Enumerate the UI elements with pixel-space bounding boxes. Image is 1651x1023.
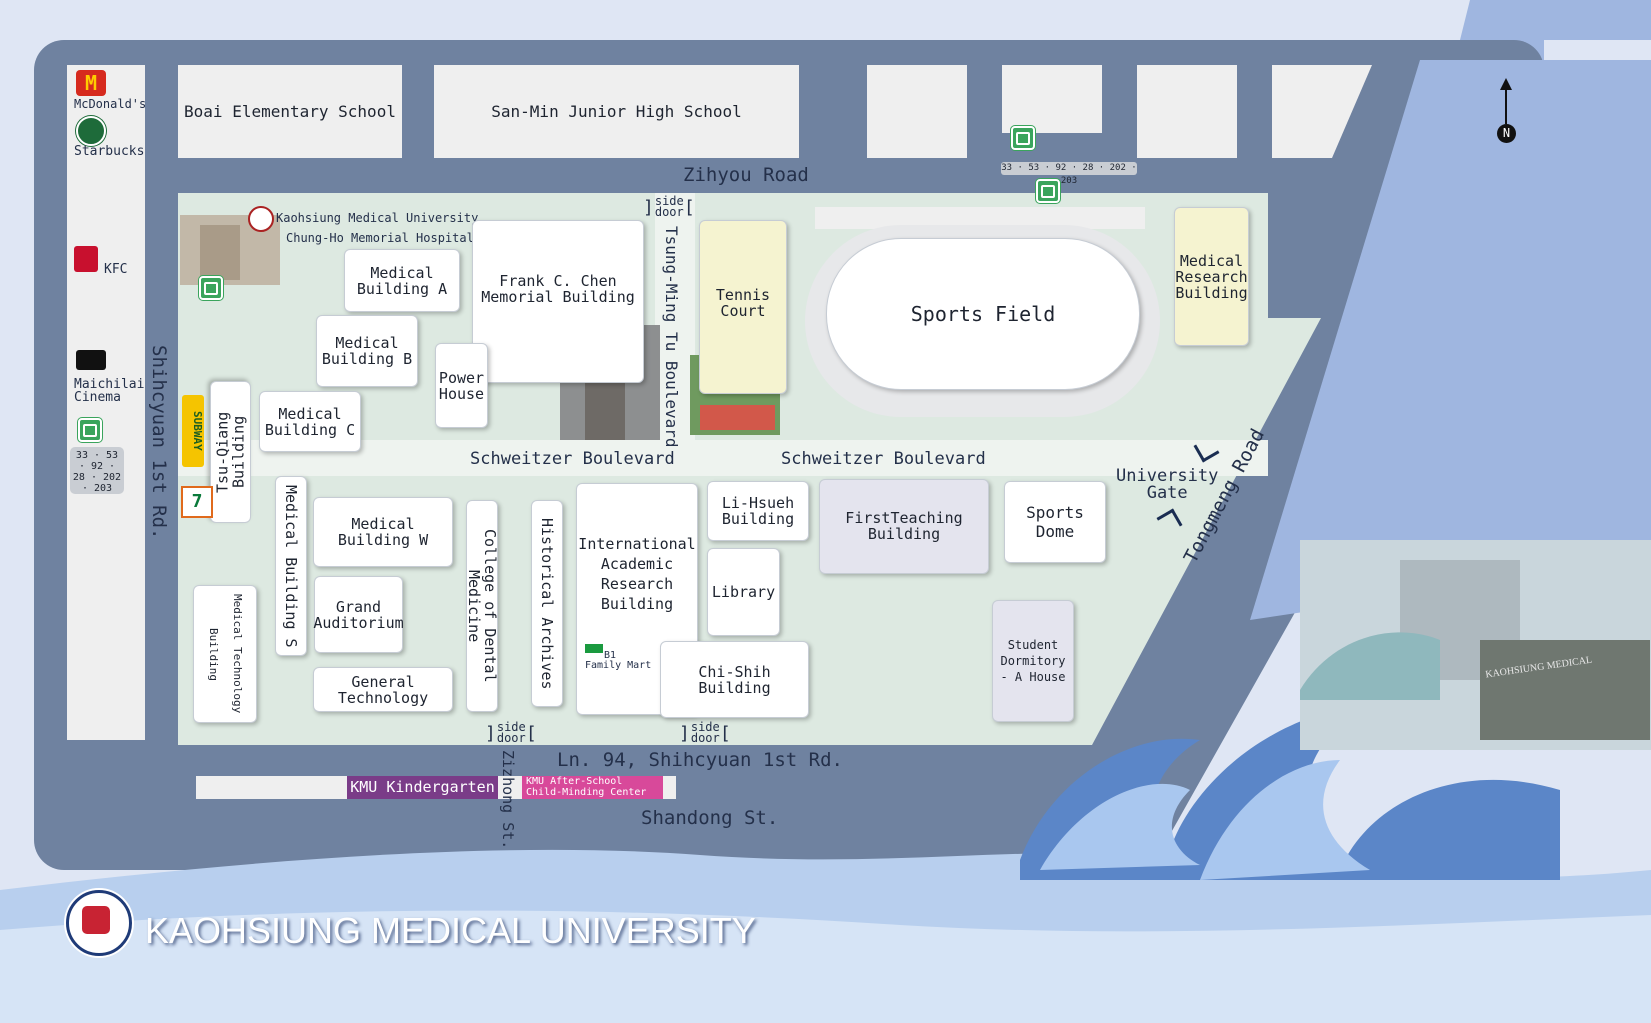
grand-auditorium[interactable]: Grand Auditorium <box>313 576 404 653</box>
side-door-br-label: side door <box>690 720 720 745</box>
kmu-kindergarten[interactable]: KMU Kindergarten <box>347 776 498 799</box>
side-door-bl-label: side door <box>496 720 526 745</box>
historical-archives[interactable]: Historical Archives <box>531 500 563 707</box>
block-empty-3 <box>1137 65 1237 158</box>
block-sanmin: San-Min Junior High School <box>434 65 799 158</box>
li-hsueh-building[interactable]: Li-Hsueh Building <box>707 481 809 541</box>
first-teaching-building[interactable]: FirstTeaching Building <box>819 479 989 574</box>
block-empty-2 <box>1002 65 1102 133</box>
kmu-logo-icon <box>248 206 274 232</box>
hospital-name: Kaohsiung Medical University <box>276 211 479 225</box>
bus-stop-zihyou-icon <box>1036 179 1060 203</box>
cinema-label: Maichilai Cinema <box>74 377 145 405</box>
side-door-top-label: side door <box>654 194 684 219</box>
north-label: N <box>1497 124 1516 143</box>
zihyou-road-label: Zihyou Road <box>683 164 809 186</box>
college-of-dental-medicine[interactable]: College of Dental Medicine <box>465 500 499 712</box>
bus-routes-top: 33 · 53 · 92 · 28 · 202 · 203 <box>1001 162 1137 186</box>
kfc-label: KFC <box>104 262 128 277</box>
tennis-court[interactable]: Tennis Court <box>699 220 787 394</box>
banner-title: KAOHSIUNG MEDICAL UNIVERSITY <box>145 910 756 951</box>
hospital-sub: Chung-Ho Memorial Hospital <box>286 231 474 245</box>
north-arrow-head <box>1500 78 1512 90</box>
kmu-after-school-center[interactable]: KMU After-School Child-Minding Center <box>522 776 663 799</box>
north-arrow-icon <box>1505 82 1507 124</box>
cinema-icon <box>76 350 106 370</box>
medical-building-w[interactable]: Medical Building W <box>313 497 453 567</box>
tsu-qiang-building[interactable]: Tsu-Qiang Building <box>210 381 251 523</box>
family-mart-icon <box>585 644 603 653</box>
sports-field-track <box>815 207 1145 229</box>
tsung-ming-boulevard-label: Tsung-Ming Tu Boulevard <box>662 226 681 448</box>
seven-eleven-icon: 7 <box>181 486 213 518</box>
subway-icon: SUBWAY <box>182 395 204 467</box>
medical-building-a[interactable]: Medical Building A <box>344 249 460 312</box>
schweitzer-boulevard-label-2: Schweitzer Boulevard <box>781 449 986 469</box>
chi-shih-building[interactable]: Chi-Shih Building <box>660 641 809 718</box>
side-door-bottom-right[interactable]: ]side door[ <box>679 720 731 745</box>
sanmin-label: San-Min Junior High School <box>491 102 742 121</box>
family-mart-label: Family Mart <box>585 660 652 671</box>
frank-c-chen-memorial-building[interactable]: Frank C. Chen Memorial Building <box>472 220 644 383</box>
bus-routes-left: 33 · 53 · 92 · 28 · 202 · 203 <box>70 447 124 494</box>
kmu-emblem-inner <box>82 906 110 934</box>
medical-building-c[interactable]: Medical Building C <box>259 391 361 452</box>
medical-building-b[interactable]: Medical Building B <box>316 315 418 387</box>
shihcyuan-road-label: Shihcyuan 1st Rd. <box>148 345 170 540</box>
starbucks-icon <box>76 116 106 146</box>
bus-stop-hospital-icon <box>199 276 223 300</box>
bus-stop-top-icon <box>1011 126 1035 150</box>
left-strip <box>67 65 145 740</box>
mcdonalds-icon: M <box>76 70 106 96</box>
medical-building-s[interactable]: Medical Building S <box>275 476 307 656</box>
zizhong-street-label: Zizhong St. <box>499 750 517 850</box>
bus-stop-icon <box>78 418 102 442</box>
general-technology[interactable]: General Technology <box>313 667 453 712</box>
kfc-icon <box>74 246 98 272</box>
student-dormitory-a-house[interactable]: Student Dormitory - A House <box>992 600 1074 722</box>
starbucks-label: Starbucks <box>74 144 145 159</box>
block-boai: Boai Elementary School <box>178 65 402 158</box>
medical-research-building[interactable]: Medical Research Building <box>1174 207 1249 346</box>
sports-field[interactable]: Sports Field <box>826 238 1140 390</box>
shandong-street-label: Shandong St. <box>641 807 779 829</box>
mcdonalds-label: McDonald's <box>74 97 147 111</box>
schweitzer-boulevard-label-1: Schweitzer Boulevard <box>470 449 675 469</box>
power-house[interactable]: Power House <box>435 343 488 428</box>
library[interactable]: Library <box>707 548 780 636</box>
ln94-road-label: Ln. 94, Shihcyuan 1st Rd. <box>557 749 843 771</box>
block-empty-1 <box>867 65 967 158</box>
medical-technology-building[interactable]: Medical Technology Building <box>193 585 257 723</box>
university-gate-label: University Gate <box>1116 466 1219 503</box>
block-empty-4 <box>1272 65 1372 158</box>
sports-dome[interactable]: Sports Dome <box>1004 481 1106 563</box>
boai-label: Boai Elementary School <box>184 102 396 121</box>
family-mart-floor: B1 <box>604 650 617 661</box>
side-door-bottom-left[interactable]: ]side door[ <box>485 720 537 745</box>
side-door-top[interactable]: ]side door[ <box>643 194 695 219</box>
